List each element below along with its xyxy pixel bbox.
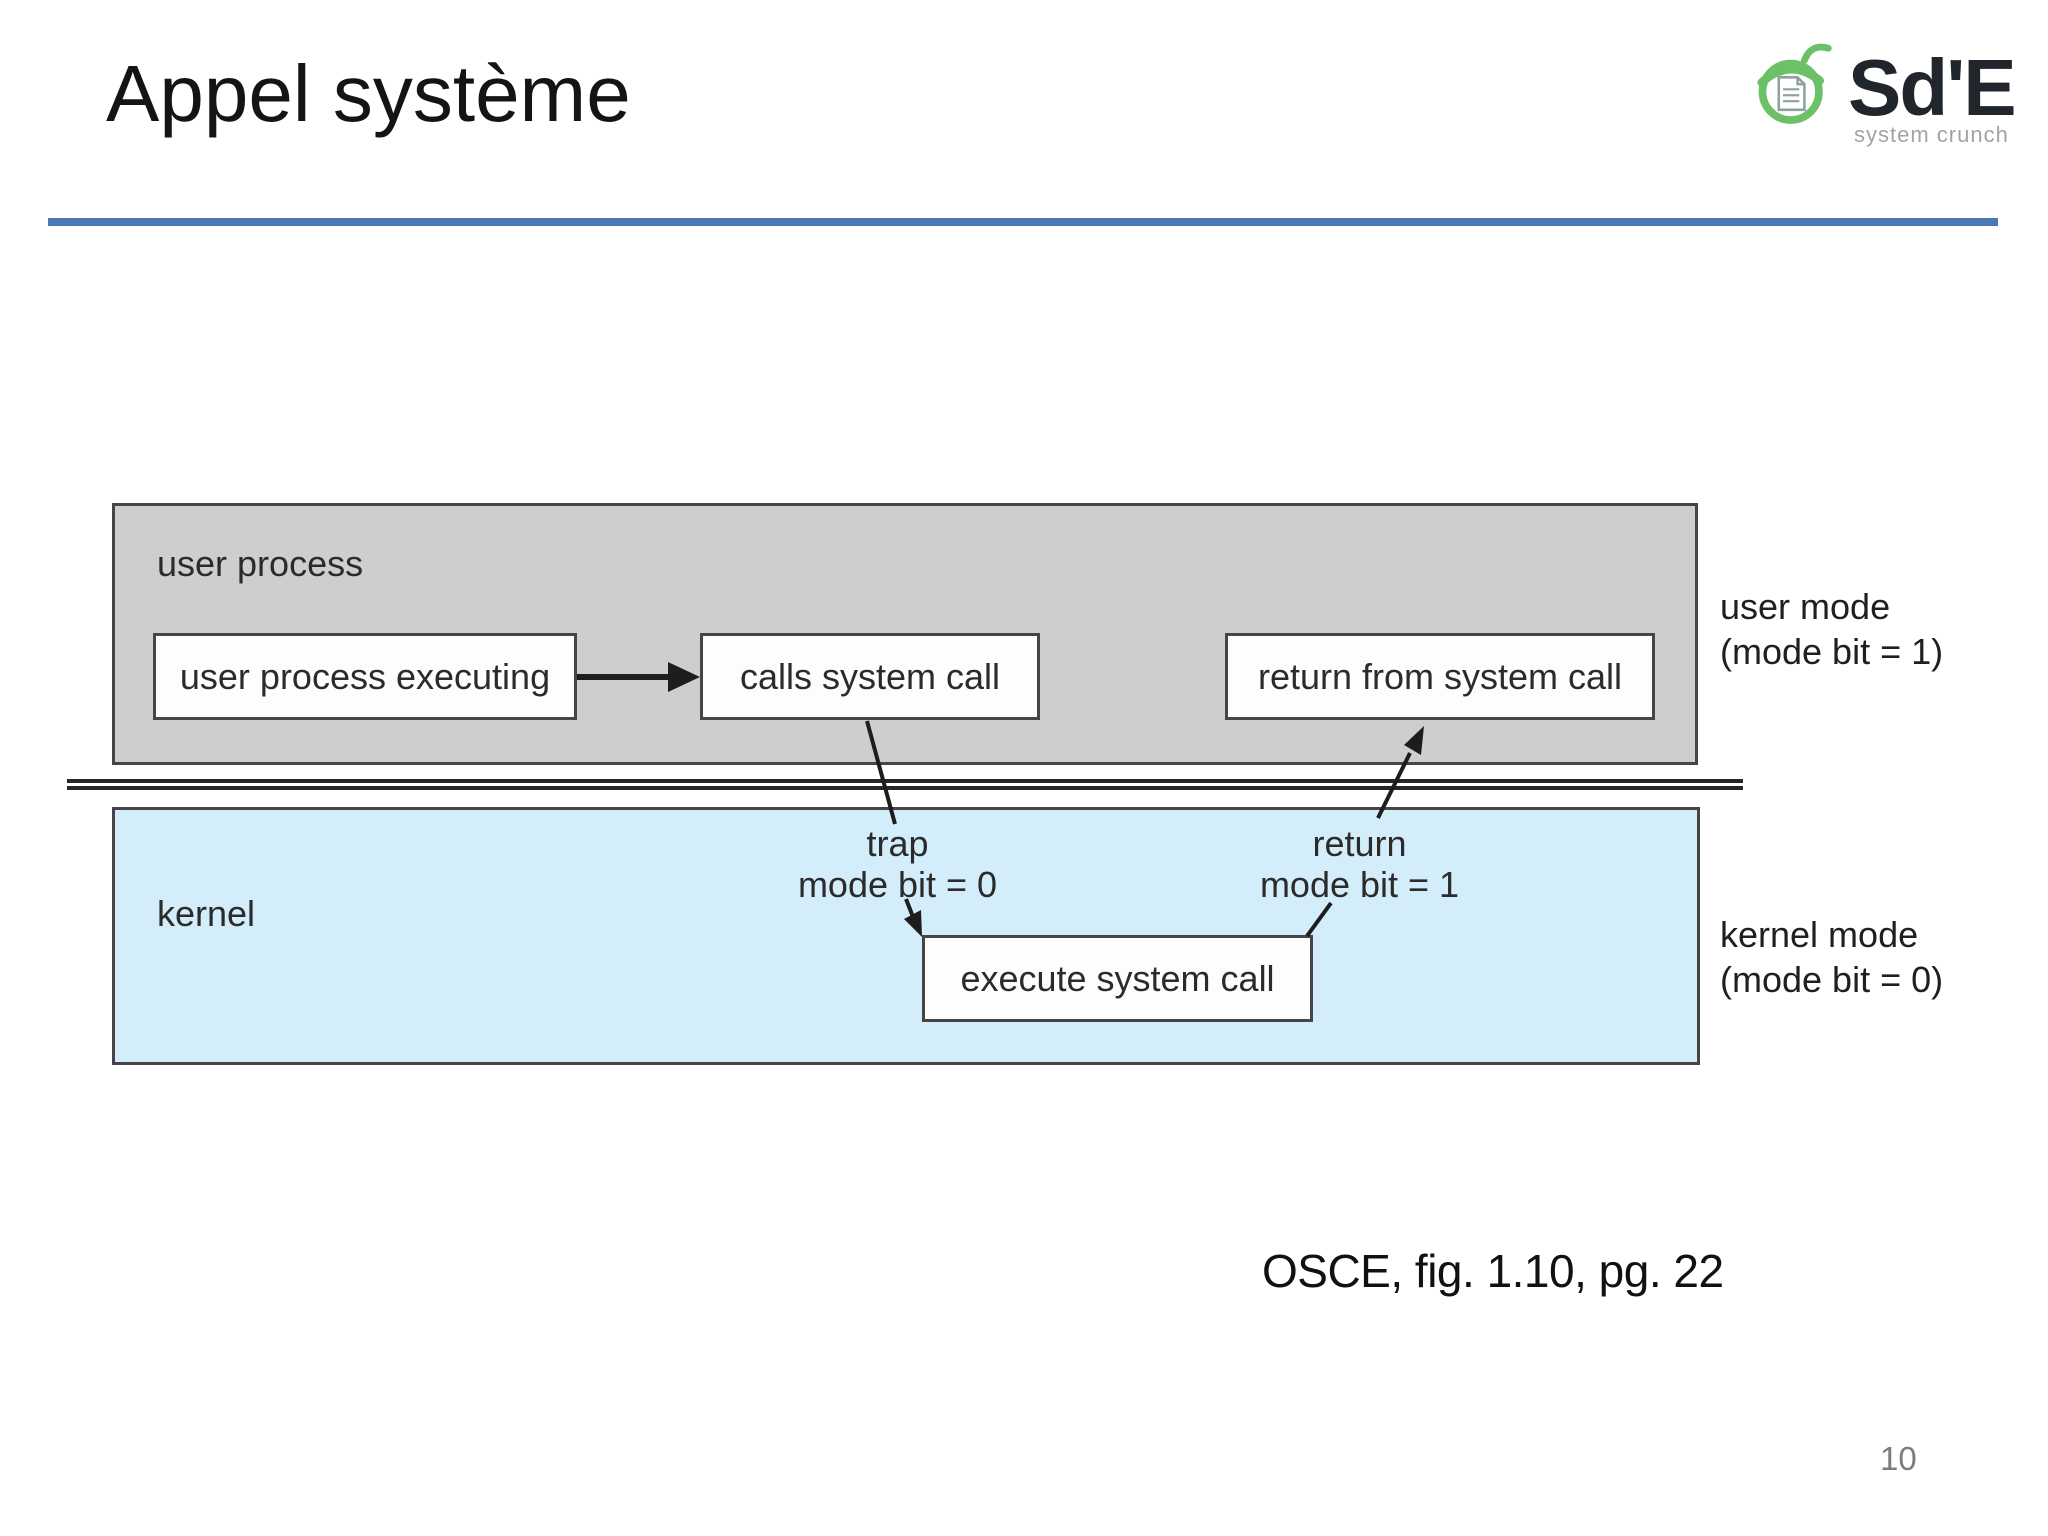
box-return-from-system-call: return from system call	[1225, 633, 1655, 720]
return-annotation-line2: mode bit = 1	[1259, 864, 1460, 905]
logo: Sd'E system crunch	[1748, 24, 2028, 147]
return-annotation: return mode bit = 1	[1232, 823, 1487, 905]
page-number: 10	[1880, 1440, 1917, 1477]
document-icon	[1777, 76, 1806, 112]
page-title: Appel système	[106, 49, 631, 138]
kernel-mode-label: kernel mode (mode bit = 0)	[1720, 912, 1943, 1002]
title-underline	[48, 218, 1998, 226]
kernel-mode-label-line1: kernel mode	[1720, 914, 1919, 955]
logo-tagline: system crunch	[1854, 122, 2009, 147]
mode-boundary-line	[67, 779, 1743, 790]
user-mode-label: user mode (mode bit = 1)	[1720, 584, 1943, 674]
trap-annotation-line1: trap	[866, 823, 929, 864]
user-mode-label-line1: user mode	[1720, 586, 1891, 627]
acorn-logo-icon	[1757, 43, 1832, 124]
return-annotation-line1: return	[1312, 823, 1407, 864]
trap-annotation: trap mode bit = 0	[770, 823, 1025, 905]
user-process-label: user process	[157, 543, 364, 584]
kernel-label: kernel	[157, 893, 256, 934]
box-calls-system-call: calls system call	[700, 633, 1040, 720]
user-mode-label-line2: (mode bit = 1)	[1720, 631, 1944, 672]
logo-name: Sd'E	[1848, 43, 2017, 132]
box-execute-system-call: execute system call	[922, 935, 1313, 1022]
box-user-process-executing: user process executing	[153, 633, 577, 720]
figure-caption: OSCE, fig. 1.10, pg. 22	[1262, 1245, 1724, 1297]
kernel-mode-label-line2: (mode bit = 0)	[1720, 959, 1944, 1000]
trap-annotation-line2: mode bit = 0	[797, 864, 998, 905]
